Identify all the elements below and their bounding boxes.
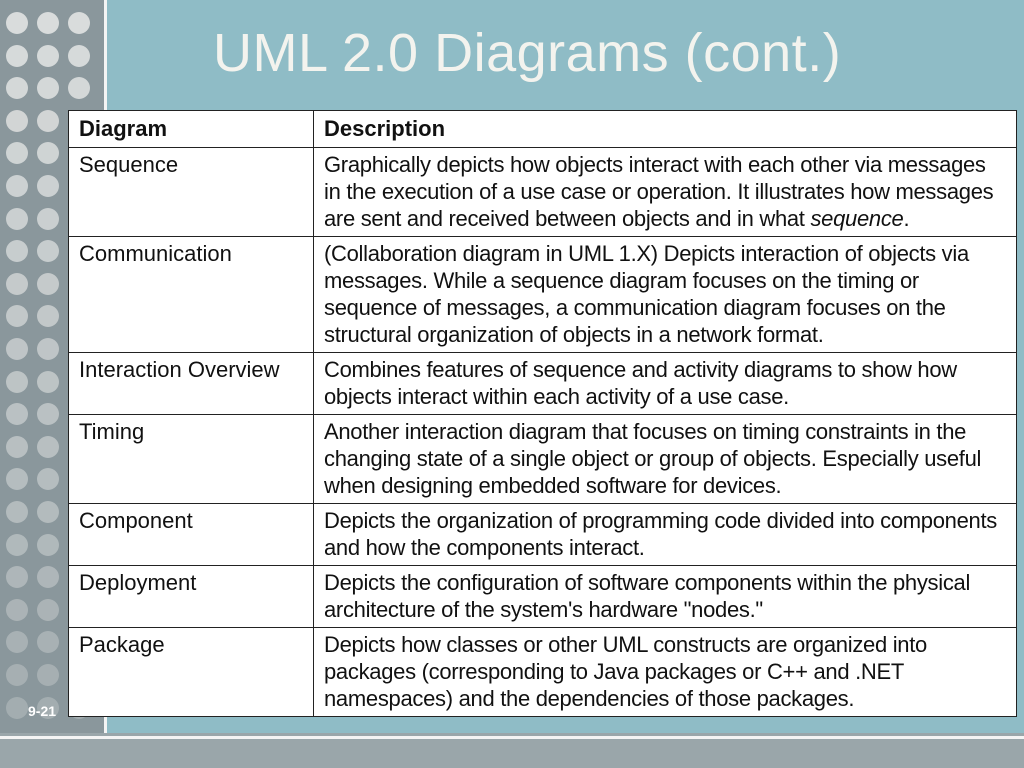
table-row: Package Depicts how classes or other UML… bbox=[68, 627, 1017, 717]
decorative-dot bbox=[6, 207, 28, 230]
decorative-dot bbox=[6, 142, 28, 165]
decorative-dot bbox=[6, 566, 28, 589]
diagram-description: Another interaction diagram that focuses… bbox=[313, 414, 1017, 504]
decorative-dot bbox=[37, 305, 59, 328]
decorative-dot bbox=[37, 370, 59, 393]
decorative-dot bbox=[37, 175, 59, 197]
decorative-dot bbox=[6, 175, 28, 197]
decorative-dot bbox=[6, 631, 28, 654]
decorative-dot bbox=[68, 12, 90, 34]
decorative-dot bbox=[6, 12, 28, 34]
decorative-dot bbox=[6, 533, 28, 556]
column-header-description: Description bbox=[313, 110, 1017, 148]
diagram-description: Depicts the configuration of software co… bbox=[313, 565, 1017, 628]
decorative-dot bbox=[6, 468, 28, 491]
description-tail: . bbox=[903, 206, 910, 231]
decorative-dot bbox=[37, 272, 59, 295]
decorative-dot bbox=[6, 44, 28, 67]
decorative-dot bbox=[6, 435, 28, 458]
decorative-dot bbox=[37, 142, 59, 165]
decorative-dot bbox=[6, 77, 28, 100]
decorative-dot bbox=[37, 207, 59, 230]
decorative-dot bbox=[68, 77, 90, 100]
title-area: UML 2.0 Diagrams (cont.) bbox=[107, 0, 1024, 108]
description-emphasis: sequence bbox=[810, 206, 904, 231]
decorative-dot bbox=[37, 435, 59, 458]
decorative-dot bbox=[37, 566, 59, 589]
decorative-dot bbox=[6, 598, 28, 621]
decorative-dot bbox=[37, 533, 59, 556]
diagram-name: Interaction Overview bbox=[68, 352, 314, 415]
decorative-dot bbox=[6, 109, 28, 132]
decorative-dot bbox=[37, 12, 59, 34]
decorative-dot bbox=[6, 370, 28, 393]
decorative-dot bbox=[6, 272, 28, 295]
decorative-dot bbox=[37, 598, 59, 621]
table-row: Deployment Depicts the configuration of … bbox=[68, 565, 1017, 628]
decorative-dot bbox=[37, 240, 59, 263]
decorative-dot bbox=[37, 338, 59, 360]
table-row: Component Depicts the organization of pr… bbox=[68, 503, 1017, 566]
slide-title: UML 2.0 Diagrams (cont.) bbox=[213, 23, 842, 83]
diagram-description: Depicts how classes or other UML constru… bbox=[313, 627, 1017, 717]
footer-line bbox=[0, 736, 1024, 739]
decorative-dot bbox=[6, 305, 28, 328]
decorative-dot bbox=[6, 240, 28, 263]
decorative-dot bbox=[6, 664, 28, 686]
decorative-dot bbox=[37, 696, 59, 719]
diagram-name: Sequence bbox=[68, 147, 314, 237]
diagram-description: (Collaboration diagram in UML 1.X) Depic… bbox=[313, 236, 1017, 353]
decorative-dot bbox=[37, 664, 59, 686]
description-text: Graphically depicts how objects interact… bbox=[324, 152, 994, 231]
table-row: Communication (Collaboration diagram in … bbox=[68, 236, 1017, 353]
decorative-dot bbox=[6, 403, 28, 426]
diagram-description: Depicts the organization of programming … bbox=[313, 503, 1017, 566]
decorative-dot bbox=[37, 77, 59, 100]
table-row: Interaction Overview Combines features o… bbox=[68, 352, 1017, 415]
diagram-name: Package bbox=[68, 627, 314, 717]
decorative-dot bbox=[6, 338, 28, 360]
decorative-dot bbox=[37, 468, 59, 491]
decorative-dot bbox=[37, 501, 59, 523]
slide-number: 9-21 bbox=[28, 703, 57, 719]
decorative-dot bbox=[37, 44, 59, 67]
table-row: Timing Another interaction diagram that … bbox=[68, 414, 1017, 504]
table-header-row: Diagram Description bbox=[68, 110, 1017, 148]
column-header-diagram: Diagram bbox=[68, 110, 314, 148]
diagram-description: Graphically depicts how objects interact… bbox=[313, 147, 1017, 237]
decorative-dot bbox=[68, 44, 90, 67]
diagram-name: Deployment bbox=[68, 565, 314, 628]
decorative-dot bbox=[37, 109, 59, 132]
diagram-name: Component bbox=[68, 503, 314, 566]
decorative-dot bbox=[6, 501, 28, 523]
diagram-name: Communication bbox=[68, 236, 314, 353]
diagram-description: Combines features of sequence and activi… bbox=[313, 352, 1017, 415]
diagram-name: Timing bbox=[68, 414, 314, 504]
decorative-dot bbox=[37, 403, 59, 426]
table-row: Sequence Graphically depicts how objects… bbox=[68, 147, 1017, 237]
uml-diagrams-table: Diagram Description Sequence Graphically… bbox=[68, 110, 1017, 717]
decorative-dot bbox=[6, 696, 28, 719]
decorative-dot bbox=[37, 631, 59, 654]
